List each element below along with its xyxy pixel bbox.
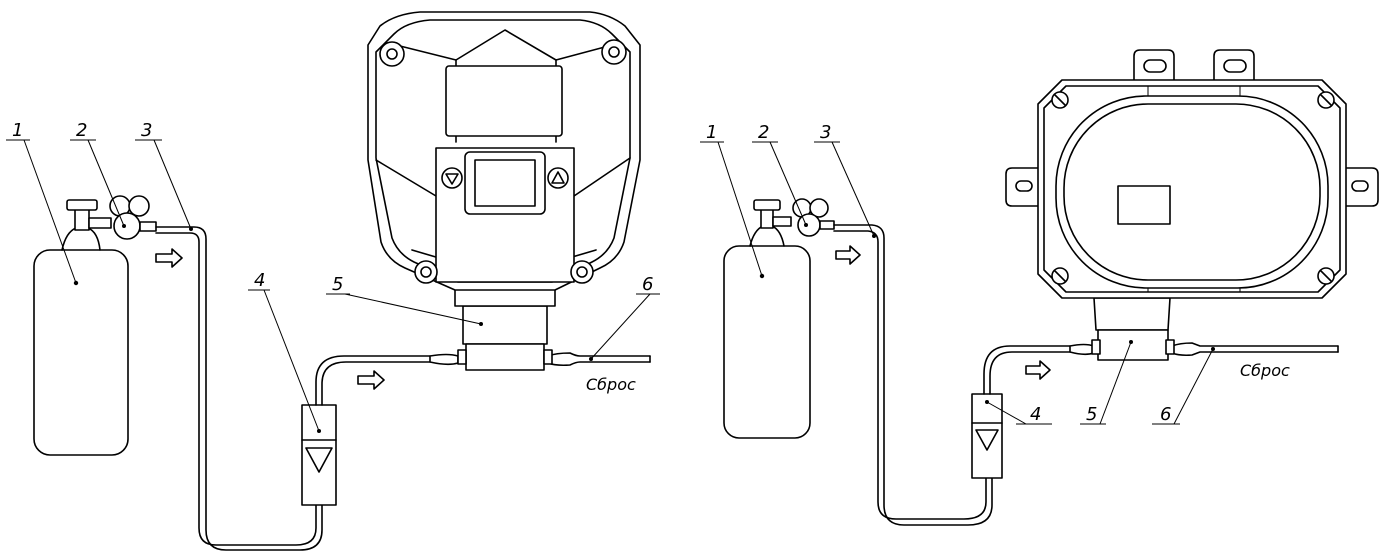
screw-icon: [379, 41, 405, 67]
inlet-tube: [315, 353, 459, 406]
vent-label: Сброс: [586, 375, 636, 394]
gas-detector-housing: [367, 11, 641, 307]
supply-tube: [155, 226, 323, 551]
gas-cylinder: [33, 199, 129, 456]
flowmeter: [301, 404, 337, 506]
screw-icon: [414, 260, 438, 284]
right-diagram: 1 2 3 4 5 6 Сброс: [700, 49, 1379, 526]
flowmeter: [971, 393, 1003, 479]
flow-arrow-icon: [835, 245, 861, 265]
pressure-regulator: [88, 195, 157, 240]
gas-cylinder: [723, 199, 811, 439]
label-4: 4: [254, 270, 265, 291]
left-diagram: 1 2 3 4 5 6 Сброс: [6, 11, 660, 551]
label-3: 3: [141, 120, 152, 141]
pressure-regulator: [772, 198, 835, 237]
flow-arrows: [835, 245, 1051, 380]
screw-icon: [601, 39, 627, 65]
supply-tube: [833, 224, 993, 526]
label-1: 1: [12, 120, 23, 141]
up-button-icon: [547, 167, 569, 189]
label-4: 4: [1030, 404, 1041, 425]
flow-adapter: [457, 305, 553, 371]
callouts: [6, 139, 660, 432]
label-5: 5: [332, 274, 343, 295]
label-5: 5: [1086, 404, 1097, 425]
screw-icon: [570, 260, 594, 284]
down-button-icon: [441, 167, 463, 189]
flow-arrow-icon: [357, 370, 385, 390]
flow-arrows: [155, 248, 385, 390]
outlet-tube: [547, 352, 651, 367]
callouts: [700, 141, 1214, 425]
inlet-tube: [983, 343, 1095, 395]
label-2: 2: [76, 120, 87, 141]
gas-detector-housing: [1005, 49, 1379, 299]
flow-adapter: [1091, 297, 1175, 361]
label-6: 6: [642, 274, 653, 295]
outlet-tube: [1171, 342, 1339, 357]
label-3: 3: [820, 122, 831, 143]
label-2: 2: [758, 122, 769, 143]
label-6: 6: [1160, 404, 1171, 425]
flow-arrow-icon: [1025, 360, 1051, 380]
label-1: 1: [706, 122, 717, 143]
flow-arrow-icon: [155, 248, 183, 268]
vent-label: Сброс: [1240, 361, 1290, 380]
